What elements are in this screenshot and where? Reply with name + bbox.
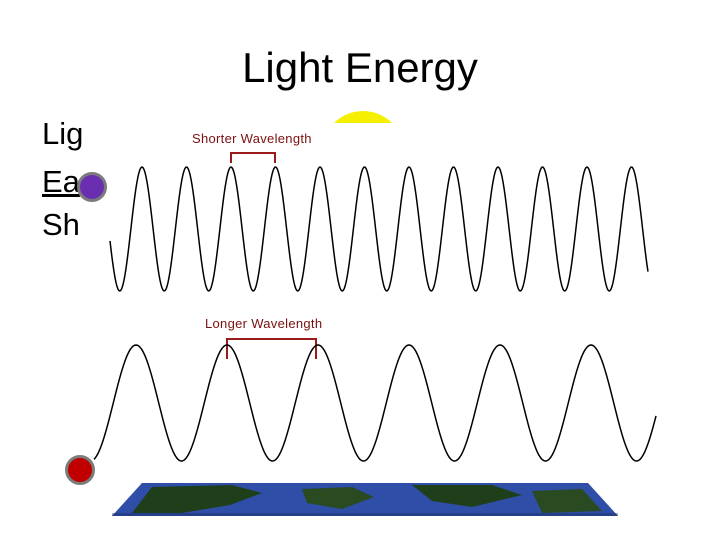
body-text-line-1: Lig [42,116,83,152]
short-wave-panel: Shorter Wavelength [108,123,653,299]
long-wavelength-bracket [227,339,316,359]
long-wave-panel: Longer Wavelength [80,307,660,477]
long-wave-line [94,345,656,461]
body-text-line-2: Ea [42,164,80,200]
long-wave-graphic [80,307,660,477]
body-text-line-3: Sh [42,207,80,243]
short-wave-line [110,167,648,291]
violet-light-dot [77,172,107,202]
short-wavelength-bracket [231,153,275,163]
red-light-dot [65,455,95,485]
slide-title: Light Energy [0,44,720,92]
short-wave-graphic [108,123,653,299]
earth-image [112,483,618,516]
